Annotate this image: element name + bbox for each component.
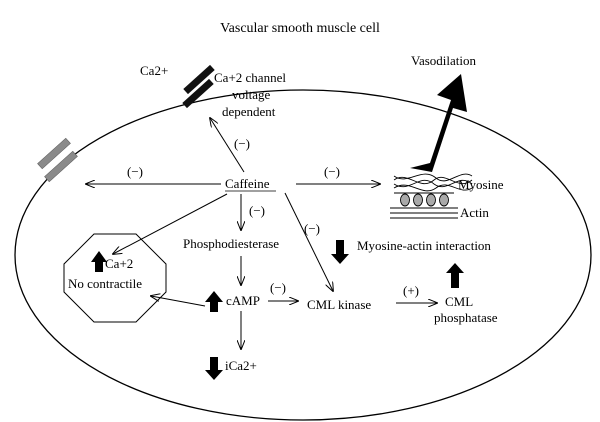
- octagon-ca-label: Ca+2: [105, 256, 133, 271]
- arrow-caffeine-to-channel: [210, 118, 245, 173]
- effect-camp-cml: (−): [270, 280, 286, 295]
- no-contractile-label: No contractile: [68, 276, 142, 291]
- cml-kinase-label: CML kinase: [307, 297, 371, 312]
- myosine-label: Myosine: [458, 177, 504, 192]
- vasodilation-label: Vasodilation: [411, 53, 476, 68]
- octagon-up-arrow-icon: [91, 251, 107, 272]
- myosin-actin-interaction-label: Myosine-actin interaction: [357, 238, 491, 253]
- ica-down-arrow-icon: [205, 357, 223, 380]
- effect-cml-kinase: (−): [304, 221, 320, 236]
- interaction-down-arrow-icon: [331, 240, 349, 264]
- myosine-actin-icon: [390, 173, 473, 219]
- arrow-camp-to-octagon: [151, 296, 206, 307]
- channel-label-line1: Ca+2 channel: [214, 70, 286, 85]
- cml-phosphatase-line2: phosphatase: [434, 310, 498, 325]
- ca-outside-label: Ca2+: [140, 63, 168, 78]
- camp-up-arrow-icon: [205, 291, 223, 312]
- diagram-title: Vascular smooth muscle cell: [220, 21, 380, 36]
- ca-channel-icon: [182, 64, 215, 109]
- phosphodiesterase-label: Phosphodiesterase: [183, 236, 279, 251]
- grey-channel-icon: [37, 137, 78, 183]
- arrow-caffeine-to-octagon: [113, 193, 228, 254]
- actin-label: Actin: [460, 205, 489, 220]
- cml-phosphatase-line1: CML: [445, 294, 473, 309]
- vasodilation-arrow-icon: [410, 74, 467, 172]
- effect-phosphatase: (+): [403, 283, 419, 298]
- effect-phosphodiesterase: (−): [249, 203, 265, 218]
- effect-grey-channel: (−): [127, 164, 143, 179]
- effect-myosine: (−): [324, 164, 340, 179]
- channel-label-line3: dependent: [222, 104, 276, 119]
- octagon-shape: [63, 233, 167, 323]
- cell-membrane: [14, 89, 592, 421]
- ica-label: iCa2+: [225, 358, 257, 373]
- channel-label-line2: voltage: [232, 87, 270, 102]
- camp-label: cAMP: [226, 293, 260, 308]
- caffeine-label: Caffeine: [225, 176, 270, 191]
- phosphatase-up-arrow-icon: [446, 263, 464, 288]
- effect-channel: (−): [234, 136, 250, 151]
- arrow-caffeine-to-cml-kinase: [284, 192, 333, 291]
